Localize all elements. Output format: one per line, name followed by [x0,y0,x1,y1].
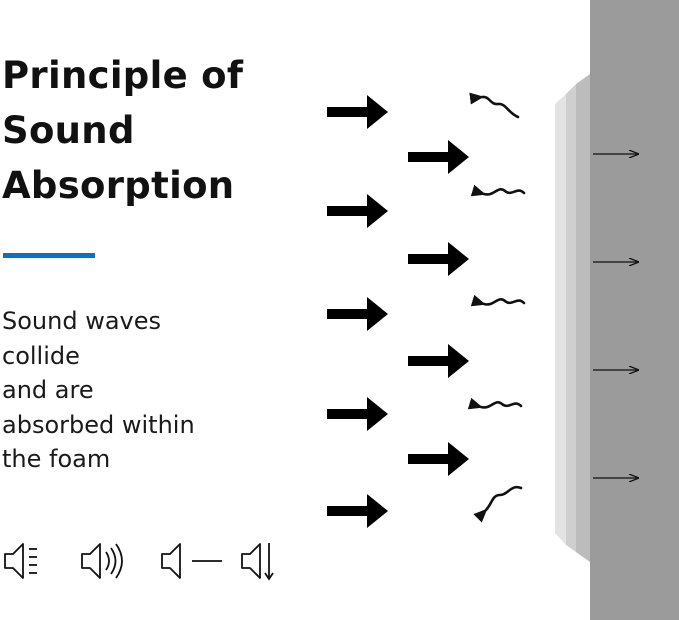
description-text: Sound waves collide and are absorbed wit… [2,304,262,477]
title-line-1: Principle of [2,54,244,97]
reflected-wave-arrow [469,92,520,119]
description-line-5: the foam [2,445,111,473]
speaker-down-arrow-icon [241,543,274,581]
page-title: Principle of Sound Absorption [2,48,282,213]
description-line-1: Sound waves [2,307,162,335]
reflected-wave-arrow [470,294,526,307]
transmitted-arrows [593,154,638,478]
foam-front-layer [555,94,566,545]
incident-arrow [408,140,469,174]
incident-arrow [327,494,388,528]
title-line-2: Sound [2,109,135,152]
incident-arrow [327,95,388,129]
wall-panel [590,0,679,620]
speaker-flat-line-icon [161,543,222,579]
reflected-wave-arrow [473,485,523,523]
incident-arrow [327,194,388,228]
incident-arrow [327,397,388,431]
accent-divider [3,253,95,258]
foam-back-layer [576,74,590,562]
title-line-3: Absorption [2,164,235,207]
incident-arrow [408,242,469,276]
description-line-2: collide [2,341,80,370]
description-line-4: absorbed within [2,410,195,439]
incident-arrow [327,297,388,331]
reflected-wave-arrow [467,397,523,410]
foam-mid-layer [566,84,576,552]
reflected-wave-arrow [470,184,526,197]
description-line-3: and are [2,376,94,404]
incident-arrow [408,344,469,378]
incident-arrows-left [327,95,388,528]
incident-arrows-right [408,140,469,476]
speaker-muted-icon [4,543,37,579]
incident-arrow [408,442,469,476]
reflected-waves [467,92,526,523]
speaker-loud-icon [81,543,123,579]
